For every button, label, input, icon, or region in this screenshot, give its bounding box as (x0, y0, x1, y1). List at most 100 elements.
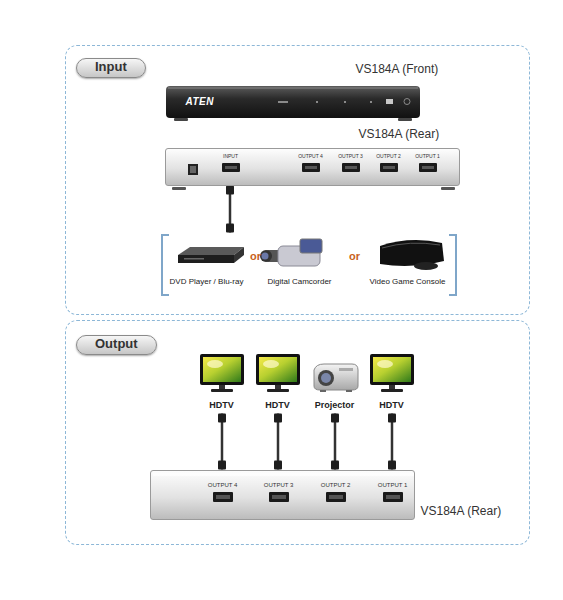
illustration-part (383, 166, 395, 169)
illustration-part (345, 166, 357, 169)
display-device: HDTV (365, 352, 419, 414)
cable-plug (226, 224, 234, 233)
illustration-part (377, 360, 393, 368)
illustration-part (188, 164, 198, 175)
port-label: OUTPUT 1 (415, 154, 440, 160)
source-label: DVD Player / Blu-ray (170, 277, 244, 286)
or-word: or (250, 250, 261, 263)
illustration-part (200, 354, 244, 385)
display-label: Projector (315, 400, 355, 410)
rear-device: VS184A (Rear)INPUTOUTPUT 4OUTPUT 3OUTPUT… (165, 148, 460, 186)
illustration-part (261, 252, 268, 259)
illustration-part (272, 495, 286, 499)
illustration-part (419, 163, 437, 172)
illustration-part (172, 187, 186, 190)
port-label: OUTPUT 2 (321, 482, 351, 489)
illustration-part (314, 364, 358, 390)
illustration-part (386, 495, 400, 499)
illustration-part (302, 163, 320, 172)
illustration-part (329, 495, 343, 499)
source-group-art (160, 233, 458, 297)
illustration-part (326, 492, 346, 502)
source-group: DVD Player / Blu-rayorDigital Camcordero… (160, 233, 458, 297)
illustration-part (414, 262, 438, 270)
illustration-part (321, 373, 331, 383)
illustration-part (370, 101, 372, 103)
illustration-part (346, 390, 352, 392)
cable-plug (331, 414, 339, 423)
illustration-part (380, 163, 398, 172)
illustration-part (386, 99, 393, 104)
cable-plug (218, 414, 226, 423)
illustration-part (259, 357, 297, 382)
illustration-part (222, 163, 240, 172)
illustration-part (373, 357, 411, 382)
illustration-part (211, 389, 233, 392)
illustration-part (382, 243, 440, 248)
illustration-part (398, 118, 412, 121)
display-device: HDTV (251, 352, 305, 414)
cable-plug (218, 461, 226, 470)
display-label: HDTV (209, 400, 234, 410)
rear-device-art (151, 471, 416, 521)
illustration-part (305, 166, 317, 169)
front-device: VS184A (Front)ATEN (166, 86, 420, 118)
illustration-part (213, 492, 233, 502)
port-label: OUTPUT 4 (208, 482, 238, 489)
illustration-part (153, 473, 414, 476)
device-label: VS184A (Rear) (421, 505, 502, 519)
illustration-part (320, 390, 326, 392)
illustration-part (441, 187, 455, 190)
illustration-part (278, 101, 288, 103)
illustration-part (449, 235, 456, 295)
port-label: OUTPUT 3 (338, 154, 363, 160)
display-label: HDTV (265, 400, 290, 410)
hdmi-cable (331, 414, 339, 470)
illustration-part (383, 492, 403, 502)
illustration-part (269, 492, 289, 502)
illustration-part (404, 98, 410, 104)
illustration-part (203, 357, 241, 382)
illustration-part (267, 389, 289, 392)
hdmi-cable (388, 414, 396, 470)
illustration-part (234, 247, 244, 263)
illustration-part (275, 385, 281, 389)
illustration-part (260, 250, 272, 262)
illustration-part (190, 166, 196, 173)
brand-logo: ATEN (186, 96, 214, 108)
port-label: OUTPUT 3 (264, 482, 294, 489)
illustration-part (207, 360, 223, 368)
illustration-part (184, 258, 204, 260)
device-label: VS184A (Rear) (359, 128, 440, 142)
illustration-part (162, 235, 169, 295)
panel-badge: Input (76, 58, 146, 78)
port-label: OUTPUT 1 (378, 482, 408, 489)
illustration-part (316, 101, 318, 103)
illustration-part (178, 255, 234, 263)
illustration-part (381, 389, 403, 392)
port-label: OUTPUT 2 (376, 154, 401, 160)
cable-plug (274, 461, 282, 470)
cable-plug (388, 414, 396, 423)
illustration-part (216, 495, 230, 499)
cable-plug (331, 461, 339, 470)
display-device: Projector (308, 352, 362, 414)
cable-plug (388, 461, 396, 470)
illustration-part (174, 118, 188, 121)
hdmi-cable (274, 414, 282, 470)
or-word: or (349, 250, 360, 263)
panel-badge: Output (76, 335, 157, 355)
illustration-part (178, 247, 244, 255)
illustration-part (370, 354, 414, 385)
illustration-part (422, 166, 434, 169)
hdmi-cable (226, 186, 234, 233)
illustration-part (225, 166, 237, 169)
cable-plug (226, 186, 234, 195)
illustration-part (339, 368, 353, 371)
port-label: OUTPUT 4 (298, 154, 323, 160)
output-panel: OutputHDTV HDTV Projector HDTV OUTPUT 4 OUTPU… (65, 320, 530, 545)
illustration-part (318, 370, 334, 386)
source-label: Video Game Console (370, 277, 446, 286)
illustration-part (168, 87, 418, 89)
